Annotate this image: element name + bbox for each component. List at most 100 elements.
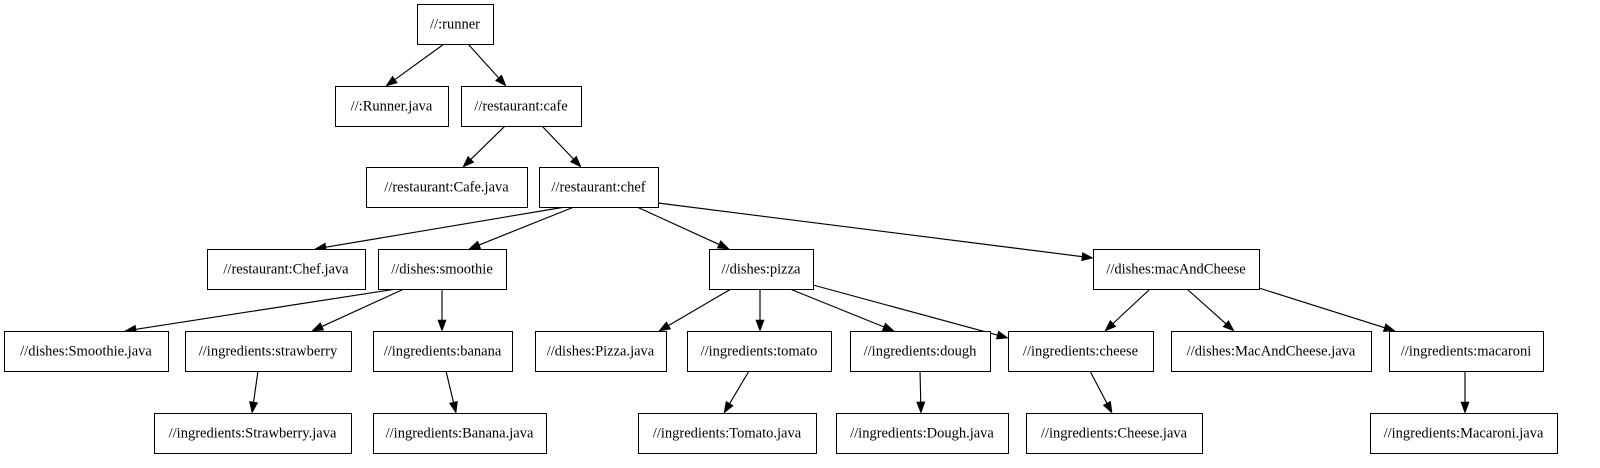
- node-label: //restaurant:cafe: [474, 98, 567, 114]
- graph-node-runner[interactable]: //:runner: [417, 4, 494, 45]
- node-label: //dishes:Smoothie.java: [20, 343, 152, 359]
- edge-line: [325, 206, 566, 248]
- graph-node-ing_macaroni[interactable]: //ingredients:macaroni: [1389, 331, 1544, 372]
- node-box[interactable]: [373, 331, 513, 372]
- node-box[interactable]: [687, 331, 832, 372]
- graph-node-banana_java[interactable]: //ingredients:Banana.java: [373, 413, 547, 454]
- edge-line: [467, 43, 500, 79]
- node-label: //dishes:MacAndCheese.java: [1187, 343, 1356, 359]
- node-box[interactable]: [207, 249, 366, 290]
- edge-runner-to-runner_java: [385, 43, 445, 87]
- node-label: //restaurant:Chef.java: [223, 261, 349, 277]
- node-box[interactable]: [535, 331, 667, 372]
- edge-line: [668, 288, 732, 326]
- node-box[interactable]: [1370, 413, 1558, 454]
- node-box[interactable]: [378, 249, 507, 290]
- edge-line: [541, 125, 574, 160]
- graph-node-ing_strawberry[interactable]: //ingredients:strawberry: [185, 331, 352, 372]
- arrowhead-icon: [995, 330, 1009, 340]
- arrowhead-icon: [437, 319, 447, 332]
- edge-line: [445, 370, 455, 403]
- arrowhead-icon: [249, 401, 259, 414]
- graph-node-cheese_java[interactable]: //ingredients:Cheese.java: [1026, 413, 1203, 454]
- node-box[interactable]: [709, 249, 814, 290]
- edge-restaurant_cafe-to-restaurant_chef: [541, 125, 582, 168]
- edge-ing_cheese-to-cheese_java: [1089, 370, 1113, 414]
- arrowhead-icon: [881, 322, 895, 332]
- edge-line: [1112, 288, 1151, 324]
- graph-node-ing_cheese[interactable]: //ingredients:cheese: [1008, 331, 1154, 372]
- edge-dishes_mac-to-ing_cheese: [1104, 288, 1151, 332]
- node-box[interactable]: [185, 331, 352, 372]
- node-label: //restaurant:chef: [551, 179, 645, 195]
- graph-node-ing_dough[interactable]: //ingredients:dough: [850, 331, 991, 372]
- node-label: //dishes:pizza: [722, 261, 801, 277]
- graph-node-cafe_java[interactable]: //restaurant:Cafe.java: [366, 167, 528, 208]
- graph-node-dishes_mac[interactable]: //dishes:macAndCheese: [1093, 249, 1260, 290]
- node-box[interactable]: [1093, 249, 1260, 290]
- node-box[interactable]: [1389, 331, 1544, 372]
- edge-restaurant_cafe-to-cafe_java: [462, 125, 506, 168]
- graph-node-restaurant_chef[interactable]: //restaurant:chef: [539, 167, 659, 208]
- arrowhead-icon: [1460, 401, 1470, 414]
- node-box[interactable]: [335, 86, 449, 127]
- graph-node-ing_banana[interactable]: //ingredients:banana: [373, 331, 513, 372]
- edge-line: [636, 206, 720, 245]
- edge-ing_strawberry-to-strawberry_java: [249, 370, 259, 414]
- edge-line: [1258, 287, 1385, 329]
- node-label: //ingredients:Cheese.java: [1041, 425, 1188, 441]
- edge-line: [470, 125, 506, 160]
- graph-node-chef_java[interactable]: //restaurant:Chef.java: [207, 249, 366, 290]
- arrowhead-icon: [462, 155, 475, 168]
- node-label: //ingredients:Tomato.java: [653, 425, 802, 441]
- node-box[interactable]: [1008, 331, 1154, 372]
- edge-dishes_pizza-to-ing_dough: [789, 288, 895, 332]
- node-box[interactable]: [461, 86, 582, 127]
- edge-line: [252, 370, 259, 403]
- graph-node-dishes_pizza[interactable]: //dishes:pizza: [709, 249, 814, 290]
- arrowhead-icon: [495, 74, 507, 87]
- node-box[interactable]: [1026, 413, 1203, 454]
- graph-node-mac_java[interactable]: //dishes:MacAndCheese.java: [1171, 331, 1372, 372]
- graph-node-tomato_java[interactable]: //ingredients:Tomato.java: [638, 413, 817, 454]
- edge-line: [729, 370, 750, 404]
- edge-line: [1186, 288, 1227, 325]
- edge-dishes_smoothie-to-ing_strawberry: [311, 288, 405, 332]
- arrowhead-icon: [755, 319, 765, 332]
- node-label: //dishes:smoothie: [391, 261, 493, 277]
- graph-node-macaroni_java[interactable]: //ingredients:Macaroni.java: [1370, 413, 1558, 454]
- graph-node-smoothie_java[interactable]: //dishes:Smoothie.java: [4, 331, 169, 372]
- graph-node-strawberry_java[interactable]: //ingredients:Strawberry.java: [154, 413, 352, 454]
- node-label: //dishes:Pizza.java: [547, 343, 655, 359]
- arrowhead-icon: [658, 321, 672, 332]
- arrowhead-icon: [1104, 319, 1117, 332]
- graph-node-dough_java[interactable]: //ingredients:Dough.java: [836, 413, 1009, 454]
- node-box[interactable]: [154, 413, 352, 454]
- edge-line: [1089, 370, 1108, 404]
- graph-node-pizza_java[interactable]: //dishes:Pizza.java: [535, 331, 667, 372]
- node-box[interactable]: [539, 167, 659, 208]
- nodes-layer: //:runner //:Runner.java //restaurant:cafe…: [4, 4, 1558, 454]
- edge-line: [394, 43, 445, 81]
- node-label: //ingredients:Macaroni.java: [1384, 425, 1544, 441]
- graph-node-restaurant_cafe[interactable]: //restaurant:cafe: [461, 86, 582, 127]
- graph-node-dishes_smoothie[interactable]: //dishes:smoothie: [378, 249, 507, 290]
- arrowhead-icon: [385, 75, 398, 87]
- edges-layer: [124, 43, 1470, 414]
- node-box[interactable]: [1171, 331, 1372, 372]
- edge-ing_banana-to-banana_java: [445, 370, 458, 414]
- node-box[interactable]: [417, 4, 494, 45]
- node-box[interactable]: [4, 331, 169, 372]
- node-box[interactable]: [836, 413, 1009, 454]
- edge-dishes_mac-to-mac_java: [1186, 288, 1235, 332]
- node-box[interactable]: [638, 413, 817, 454]
- arrowhead-icon: [723, 400, 734, 414]
- node-box[interactable]: [373, 413, 547, 454]
- node-label: //:runner: [430, 16, 480, 32]
- graph-node-ing_tomato[interactable]: //ingredients:tomato: [687, 331, 832, 372]
- edge-dishes_pizza-to-ing_tomato: [755, 289, 765, 332]
- graph-node-runner_java[interactable]: //:Runner.java: [335, 86, 449, 127]
- node-box[interactable]: [850, 331, 991, 372]
- node-box[interactable]: [366, 167, 528, 208]
